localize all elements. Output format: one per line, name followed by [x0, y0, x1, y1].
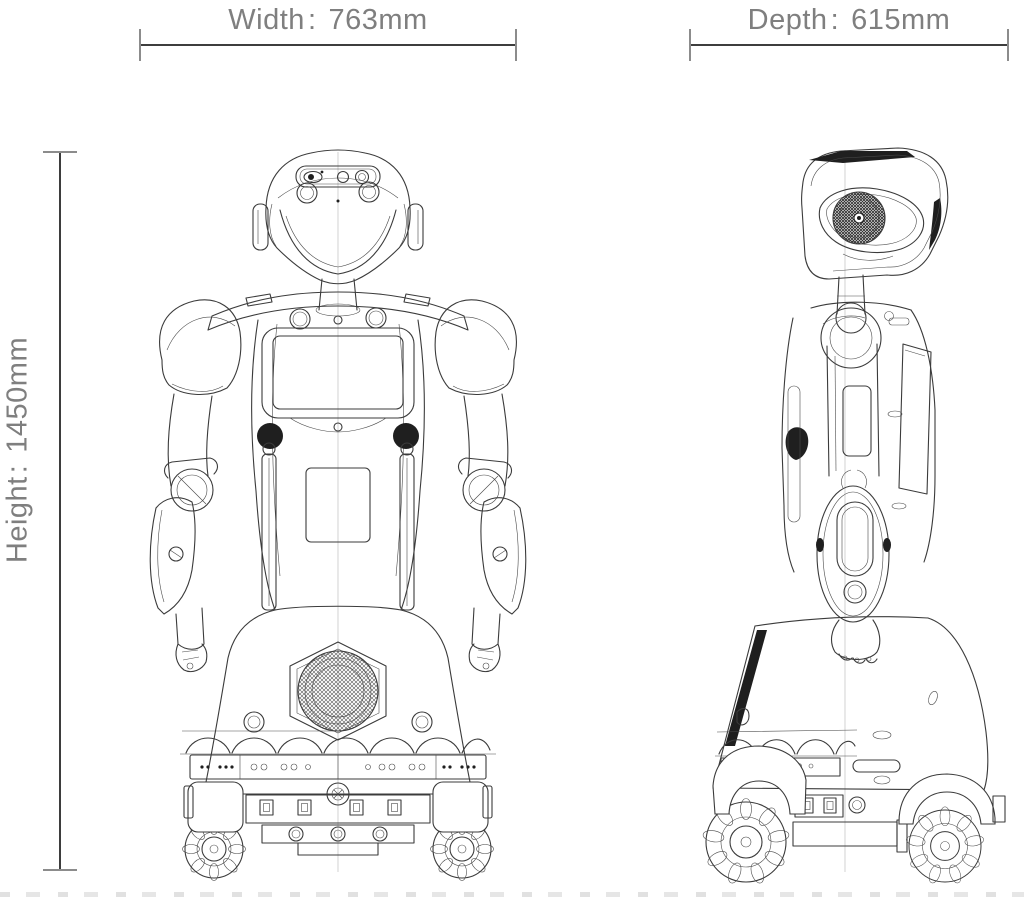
depth-tick-right [1007, 29, 1009, 61]
side-torso [781, 301, 936, 573]
depth-tick-left [689, 29, 691, 61]
depth-separator: : [830, 4, 840, 36]
height-separator: : [1, 464, 34, 474]
height-value: 1450mm [1, 336, 34, 453]
width-value: 763mm [328, 4, 428, 36]
height-dimension-label: Height: 1450mm [2, 337, 35, 563]
height-dimension-line [43, 151, 77, 871]
height-label: Height [1, 476, 34, 564]
width-dimension-label: Width:763mm [140, 4, 516, 37]
depth-value: 615mm [851, 4, 951, 36]
front-neck [207, 278, 469, 331]
side-neck [822, 274, 894, 334]
height-tick-top [43, 151, 77, 153]
depth-dimension-line [689, 29, 1009, 61]
width-tick-right [515, 29, 517, 61]
robot-front-view-drawing [149, 149, 527, 882]
robot-side-view-drawing [701, 147, 1006, 886]
width-separator: : [307, 4, 317, 36]
cropped-text-artifact [0, 892, 1024, 897]
side-head [801, 147, 949, 280]
front-wheels [181, 781, 495, 882]
width-dimension-line [139, 29, 517, 61]
depth-label: Depth [747, 4, 828, 36]
width-tick-left [139, 29, 141, 61]
side-forearm [816, 469, 891, 664]
front-right-arm [434, 299, 527, 673]
depth-dimension-label: Depth:615mm [690, 4, 1008, 37]
width-label: Width [228, 4, 305, 36]
front-base [180, 605, 496, 856]
front-head [252, 149, 424, 285]
side-base [712, 616, 989, 853]
side-wheels [701, 745, 1006, 886]
height-tick-bottom [43, 869, 77, 871]
front-torso [251, 307, 425, 611]
front-left-arm [149, 299, 242, 673]
